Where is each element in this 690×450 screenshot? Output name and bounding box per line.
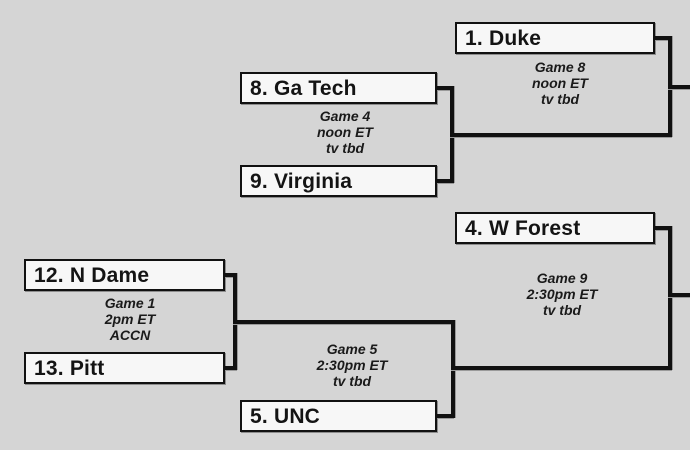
team-label-n-dame: 12. N Dame — [34, 263, 150, 287]
connector-virginia-out — [437, 179, 454, 183]
connector-game4-winner — [450, 133, 480, 137]
connector-game9-winner — [668, 293, 690, 297]
game-4-time: noon ET — [317, 124, 373, 140]
game-info-game-4: Game 4 noon ET tv tbd — [275, 108, 415, 156]
team-label-unc: 5. UNC — [250, 404, 321, 428]
game-1-title: Game 1 — [104, 295, 156, 311]
team-slot-duke[interactable]: 1. Duke — [455, 22, 655, 54]
team-label-pitt: 13. Pitt — [34, 356, 105, 380]
connector-game8-winner — [668, 85, 690, 89]
game-info-game-8: Game 8 noon ET tv tbd — [490, 59, 630, 107]
game-8-tv: tv tbd — [540, 91, 580, 107]
team-label-duke: 1. Duke — [465, 26, 542, 50]
connector-ga-tech-out — [437, 86, 454, 90]
connector-pitt-out — [225, 366, 237, 370]
connector-game1-winner — [233, 320, 455, 324]
game-5-tv: tv tbd — [332, 373, 372, 389]
team-label-w-forest: 4. W Forest — [465, 216, 581, 240]
game-8-title: Game 8 — [534, 59, 586, 75]
connector-unc-out — [437, 414, 454, 418]
game-9-tv: tv tbd — [542, 302, 582, 318]
team-slot-n-dame[interactable]: 12. N Dame — [24, 259, 225, 291]
game-5-time: 2:30pm ET — [316, 357, 388, 373]
connector-game5-winner — [451, 366, 672, 370]
team-slot-pitt[interactable]: 13. Pitt — [24, 352, 225, 384]
connector-game8-lower-in — [480, 133, 672, 137]
game-info-game-9: Game 9 2:30pm ET tv tbd — [492, 270, 632, 318]
connector-n-dame-out — [225, 273, 237, 277]
team-slot-ga-tech[interactable]: 8. Ga Tech — [240, 72, 437, 104]
game-1-tv: ACCN — [109, 327, 151, 343]
game-8-time: noon ET — [532, 75, 588, 91]
game-1-time: 2pm ET — [104, 311, 156, 327]
team-slot-unc[interactable]: 5. UNC — [240, 400, 437, 432]
connector-w-forest-out — [655, 226, 672, 230]
team-label-ga-tech: 8. Ga Tech — [250, 76, 357, 100]
team-slot-w-forest[interactable]: 4. W Forest — [455, 212, 655, 244]
team-slot-virginia[interactable]: 9. Virginia — [240, 165, 437, 197]
game-9-title: Game 9 — [536, 270, 588, 286]
game-4-title: Game 4 — [319, 108, 371, 124]
connector-duke-out — [655, 36, 672, 40]
game-4-tv: tv tbd — [325, 140, 365, 156]
connector-game9-bridge — [668, 226, 672, 370]
game-info-game-1: Game 1 2pm ET ACCN — [60, 295, 200, 343]
game-info-game-5: Game 5 2:30pm ET tv tbd — [282, 341, 422, 389]
team-label-virginia: 9. Virginia — [250, 169, 353, 193]
game-5-title: Game 5 — [326, 341, 378, 357]
game-9-time: 2:30pm ET — [526, 286, 598, 302]
